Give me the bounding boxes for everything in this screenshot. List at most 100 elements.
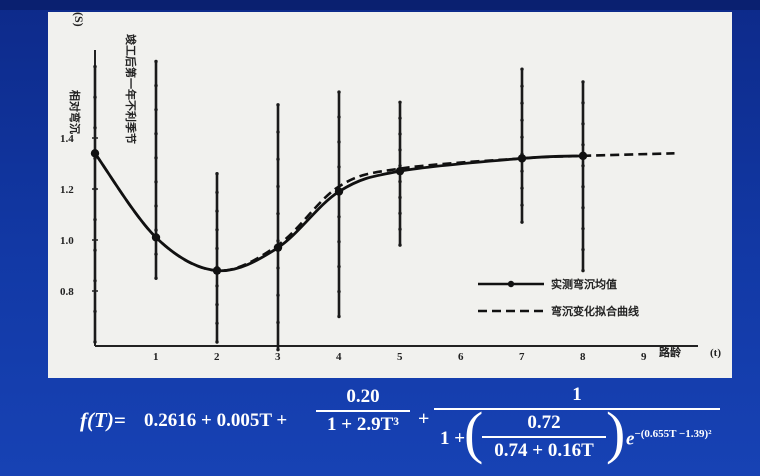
legend-label-measured: 实测弯沉均值 bbox=[551, 277, 617, 291]
range-dot-1-4 bbox=[154, 180, 158, 184]
range-dot-0-3 bbox=[93, 248, 97, 252]
x-tick-label-7: 8 bbox=[580, 351, 586, 363]
range-dot-3-5 bbox=[276, 211, 280, 216]
range-dot-2-0 bbox=[215, 340, 219, 344]
range-dot-1-8 bbox=[154, 83, 158, 88]
range-dot-5-1 bbox=[398, 227, 402, 231]
fraction-2: 1 bbox=[434, 384, 720, 412]
y-tick-label-0: 0.8 bbox=[60, 286, 74, 298]
measured-point-5 bbox=[395, 166, 405, 176]
range-dot-6-6 bbox=[520, 118, 524, 122]
range-dot-5-5 bbox=[398, 164, 402, 168]
range-dot-7-7 bbox=[581, 122, 585, 126]
range-dot-0-9 bbox=[93, 64, 97, 69]
legend-solid-marker bbox=[507, 280, 515, 288]
range-dot-5-8 bbox=[398, 116, 402, 120]
range-dot-7-8 bbox=[581, 101, 585, 105]
range-dot-3-2 bbox=[276, 293, 280, 297]
range-dot-7-4 bbox=[581, 185, 585, 189]
measured-point-4 bbox=[334, 187, 344, 196]
range-dot-5-0 bbox=[398, 243, 402, 247]
range-dot-6-0 bbox=[520, 220, 524, 224]
y-tick-label-2: 1.2 bbox=[60, 184, 74, 196]
inner-denominator: 0.74 + 0.16T bbox=[494, 440, 594, 461]
legend-label-fitted: 弯沉变化拟合曲线 bbox=[551, 304, 639, 318]
range-dot-0-0 bbox=[93, 340, 97, 344]
range-dot-0-7 bbox=[93, 126, 97, 130]
right-paren: ) bbox=[606, 400, 626, 465]
range-dot-0-1 bbox=[93, 309, 97, 314]
x-axis-title: 路龄 bbox=[659, 345, 682, 359]
range-dot-2-6 bbox=[215, 228, 219, 232]
exp-exponent: −(0.655T −1.39)² bbox=[634, 428, 712, 440]
fraction-1-bar bbox=[316, 410, 410, 412]
range-dot-6-1 bbox=[520, 203, 524, 207]
range-dot-1-1 bbox=[154, 252, 158, 256]
formula-lhs: f(T)= bbox=[80, 408, 126, 432]
x-tick-label-0: 1 bbox=[153, 351, 159, 363]
range-dot-6-8 bbox=[520, 84, 524, 88]
range-dot-4-2 bbox=[337, 264, 341, 269]
range-dot-2-3 bbox=[215, 284, 219, 288]
range-dot-2-5 bbox=[215, 246, 219, 251]
left-paren: ( bbox=[464, 400, 484, 465]
fraction-2-bar bbox=[434, 408, 720, 410]
range-dot-5-3 bbox=[398, 195, 402, 200]
range-dot-3-3 bbox=[276, 266, 280, 270]
fraction-1: 0.20 1 + 2.9T³ bbox=[316, 386, 410, 436]
range-dot-6-9 bbox=[520, 67, 524, 71]
measured-point-2 bbox=[212, 266, 222, 275]
range-dot-4-1 bbox=[337, 289, 341, 294]
x-tick-label-2: 3 bbox=[275, 351, 281, 363]
measured-point-6 bbox=[517, 154, 527, 163]
series-fitted-curve bbox=[93, 152, 675, 272]
fit-formula: f(T)= 0.2616 + 0.005T + 0.20 1 + 2.9T³ +… bbox=[80, 384, 740, 472]
range-dot-7-3 bbox=[581, 206, 585, 210]
range-dot-1-2 bbox=[154, 228, 158, 232]
range-dot-1-9 bbox=[154, 59, 158, 64]
range-dot-3-0 bbox=[276, 347, 280, 352]
range-dot-0-6 bbox=[93, 156, 97, 161]
fraction-1-denominator: 1 + 2.9T³ bbox=[327, 414, 399, 435]
range-dot-6-7 bbox=[520, 101, 524, 105]
range-dot-0-4 bbox=[93, 217, 97, 222]
range-dot-3-1 bbox=[276, 320, 280, 325]
range-dot-2-1 bbox=[215, 321, 219, 325]
range-dot-5-2 bbox=[398, 211, 402, 216]
inner-bar bbox=[482, 436, 606, 438]
exp-base: e bbox=[626, 428, 635, 450]
range-dot-6-5 bbox=[520, 135, 524, 139]
range-dot-4-0 bbox=[337, 314, 341, 319]
range-dot-6-2 bbox=[520, 186, 524, 190]
range-dot-1-6 bbox=[154, 132, 158, 136]
y-axis-unit: (S) bbox=[72, 12, 86, 27]
range-dot-2-8 bbox=[215, 190, 219, 195]
x-tick-label-3: 4 bbox=[336, 351, 342, 363]
top-band bbox=[0, 0, 760, 10]
denominator-prefix: 1 + bbox=[440, 428, 466, 449]
range-dot-7-6 bbox=[581, 143, 585, 147]
range-dot-7-9 bbox=[581, 80, 585, 84]
range-dot-2-2 bbox=[215, 302, 219, 307]
range-dot-4-3 bbox=[337, 240, 341, 244]
x-axis-unit: (t) bbox=[710, 347, 721, 359]
range-dot-4-9 bbox=[337, 90, 341, 94]
range-dot-3-4 bbox=[276, 239, 280, 243]
measured-point-3 bbox=[273, 243, 283, 252]
x-tick-label-1: 2 bbox=[214, 351, 220, 363]
range-dot-4-6 bbox=[337, 165, 341, 169]
range-dot-5-7 bbox=[398, 132, 402, 136]
range-dot-1-7 bbox=[154, 107, 158, 112]
range-dot-3-7 bbox=[276, 157, 280, 161]
range-dot-0-8 bbox=[93, 95, 97, 99]
x-tick-label-4: 5 bbox=[397, 351, 403, 363]
annotation-text: 竣工后第一年不利季节 bbox=[124, 34, 138, 144]
range-dot-2-9 bbox=[215, 172, 219, 176]
formula-plus: + bbox=[418, 408, 430, 430]
measured-point-0 bbox=[90, 149, 100, 158]
measured-point-7 bbox=[578, 151, 588, 161]
range-dot-1-3 bbox=[154, 204, 158, 208]
inner-fraction: 0.72 0.74 + 0.16T bbox=[482, 412, 606, 462]
